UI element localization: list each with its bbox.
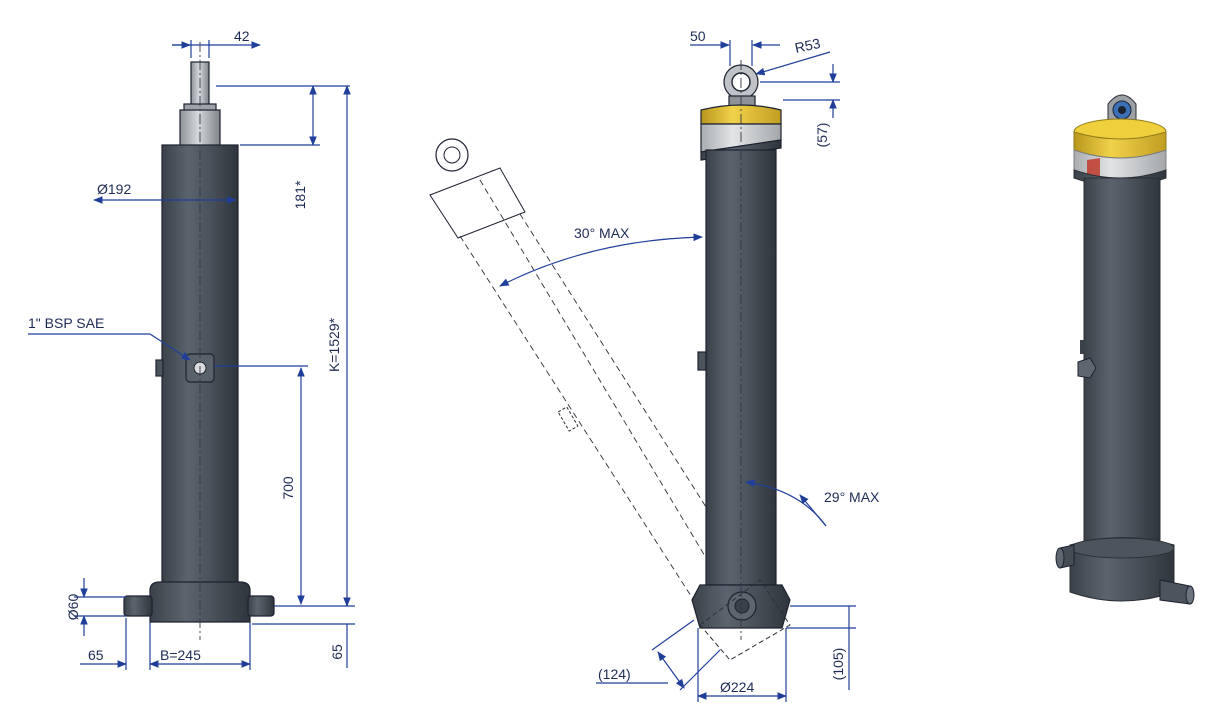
side-offset-label: 65 [88,647,104,663]
base-width-label: B=245 [160,647,201,663]
trunnion-pin-icon [1159,579,1191,605]
left-view: 42 Ø192 181* K=1529* 1" BSP SAE 700 Ø60 … [28,28,355,670]
trunnion-pin-icon [247,595,275,617]
total-length-label: K=1529* [326,317,342,372]
rod-height-label: 181* [292,180,308,209]
rod-width-label: 42 [234,28,250,44]
trunnion-pin-icon [123,595,153,617]
side-bracket [697,351,707,371]
eye-radius-label: R53 [793,35,822,56]
port-height-label: 700 [280,476,296,500]
render-3d-view [1055,94,1195,605]
tilt-top-label: 30° MAX [574,225,630,241]
cylinder-body [1083,177,1161,546]
base-height-label: 65 [329,644,345,660]
body-diameter-label: Ø192 [97,181,131,197]
tilt-bottom-label: 29° MAX [824,489,880,505]
side-bracket [155,359,164,377]
hex-port-icon [1077,357,1097,379]
collar-height-label: (57) [814,123,830,148]
base-depth-label: (105) [830,648,846,681]
eye-width-label: 50 [690,28,706,44]
bottom-offset-label: (124) [598,666,631,682]
port-label: 1" BSP SAE [28,315,104,331]
base-diameter-label: Ø224 [720,679,754,695]
pin-diameter-label: Ø60 [65,594,81,621]
middle-view: 50 R53 (57) 30° MAX 29° MAX Ø224 (124) (… [429,28,880,702]
